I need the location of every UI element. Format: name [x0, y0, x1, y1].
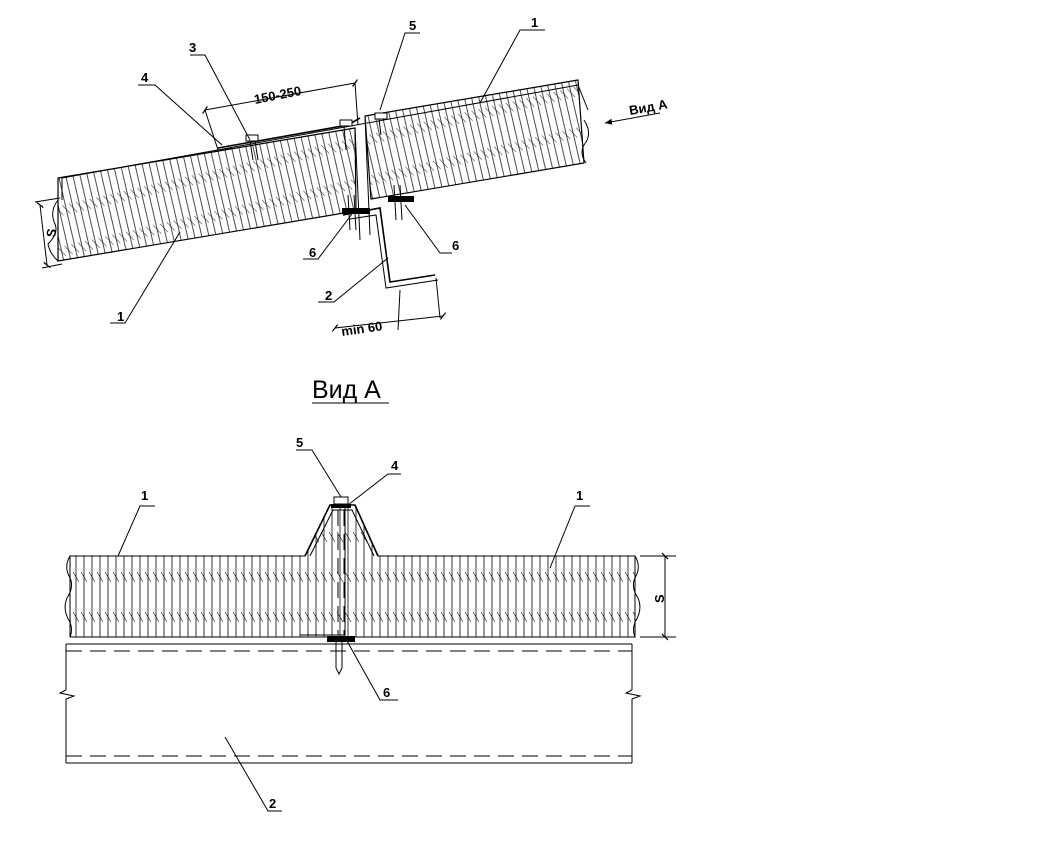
panel-left — [69, 504, 346, 638]
callout-3: 3 — [189, 40, 196, 55]
thickness-s-section: S — [43, 227, 59, 238]
panel-section-right — [364, 79, 585, 200]
dim-overlap: 150-250 — [253, 83, 303, 107]
callout-2: 2 — [269, 796, 276, 811]
panel-right — [344, 504, 636, 638]
screw-5-right — [374, 112, 388, 136]
callout-6-left: 6 — [309, 245, 316, 260]
callout-1-bottom: 1 — [117, 309, 124, 324]
callout-6: 6 — [383, 685, 390, 700]
dim-flange: min 60 — [340, 318, 383, 339]
panel-section-left — [57, 127, 357, 262]
callout-1-left: 1 — [141, 488, 148, 503]
screw-3 — [245, 134, 259, 161]
callout-6-right: 6 — [452, 238, 459, 253]
screw-5-left — [339, 119, 353, 151]
view-a-title: Вид А — [312, 376, 381, 404]
screw-5 — [331, 496, 351, 635]
callout-4: 4 — [391, 458, 399, 473]
thickness-s-view: S — [652, 594, 667, 603]
callout-2-section: 2 — [325, 288, 332, 303]
callout-5: 5 — [296, 435, 303, 450]
section-view — [34, 29, 661, 332]
callout-4-section: 4 — [141, 70, 149, 85]
purlin — [58, 643, 642, 764]
callout-1-top: 1 — [531, 15, 538, 30]
purlin-section — [342, 207, 436, 283]
view-a — [58, 449, 676, 812]
fastener-6 — [327, 636, 355, 676]
callout-1-right: 1 — [576, 488, 583, 503]
fastener-6-right — [388, 184, 414, 221]
callout-5-top: 5 — [409, 18, 416, 33]
view-a-arrow-label: Вид А — [628, 96, 669, 118]
